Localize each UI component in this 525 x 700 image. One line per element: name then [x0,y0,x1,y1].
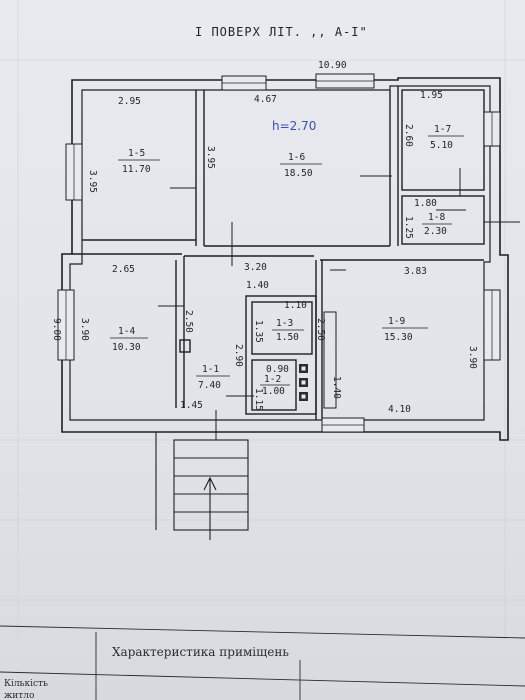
room-1-4-area: 10.30 [112,342,141,353]
room-1-8-width: 1.80 [414,198,437,209]
room-1-6-height: 3.95 [205,146,216,169]
entrance-stairs [155,432,249,540]
table-heading: Характеристика приміщень [112,645,289,659]
table-row-label-living: житло [4,691,34,700]
room-1-7-area: 5.10 [430,140,453,151]
room-1-9-id: 1-9 [388,316,405,327]
room-1-8-id: 1-8 [428,212,445,223]
room-1-2-height: 1.15 [253,388,264,411]
table-row-label-quantity: Кількість [4,679,48,689]
room-1-2-width: 0.90 [266,364,289,375]
inner-walls [72,86,485,420]
corridor-top-dim: 3.20 [244,262,267,273]
room-1-9-area: 15.30 [384,332,413,343]
small-top-dim: 1.40 [246,280,269,291]
room-1-7-width: 1.95 [420,90,443,101]
room-1-1-id: 1-1 [202,364,219,375]
room-1-5-area: 11.70 [122,164,151,175]
stove-inner [301,366,306,399]
room-1-8-height: 1.25 [403,216,414,239]
door-marks [158,168,520,440]
room-1-6-id: 1-6 [288,152,305,163]
room-1-9-bottom-dim: 4.10 [388,404,411,415]
core-side-dim: 2.50 [315,318,326,341]
room-1-6-width: 4.67 [254,94,277,105]
outer-walls [61,77,509,441]
wc-left-dim: 2.50 [183,310,194,333]
room-1-4-height: 3.90 [79,318,90,341]
room-1-1-area: 7.40 [198,380,221,391]
room-1-7-id: 1-7 [434,124,451,135]
room-1-1-height: 2.90 [233,344,244,367]
room-1-4-id: 1-4 [118,326,135,337]
room-1-3-height: 1.35 [253,320,264,343]
room-1-2-id: 1-2 [264,374,281,385]
room-1-5-id: 1-5 [128,148,145,159]
room-1-8-area: 2.30 [424,226,447,237]
room-1-7-height: 2.60 [403,124,414,147]
height-note: h=2.70 [272,119,316,133]
room-1-9-inner-dim: 1.40 [331,376,342,399]
overall-width: 10.90 [318,60,347,71]
characteristics-table [0,625,525,700]
room-1-3-id: 1-3 [276,318,293,329]
room-1-2-area: 1.00 [262,386,285,397]
overall-height: 9.00 [51,318,62,341]
paper-grid [0,0,525,640]
room-1-1-width: 1.45 [180,400,203,411]
chimney [323,311,337,409]
room-1-3-width: 1.10 [284,300,307,311]
room-1-4-width: 2.65 [112,264,135,275]
plan-title: І ПОВЕРХ ЛІТ. ,, А-І" [195,25,368,39]
room-1-5-height: 3.95 [87,170,98,193]
window-panes [65,80,493,426]
room-1-9-height: 3.90 [467,346,478,369]
room-1-6-area: 18.50 [284,168,313,179]
room-1-9-width: 3.83 [404,266,427,277]
room-1-3-area: 1.50 [276,332,299,343]
room-1-5-width: 2.95 [118,96,141,107]
